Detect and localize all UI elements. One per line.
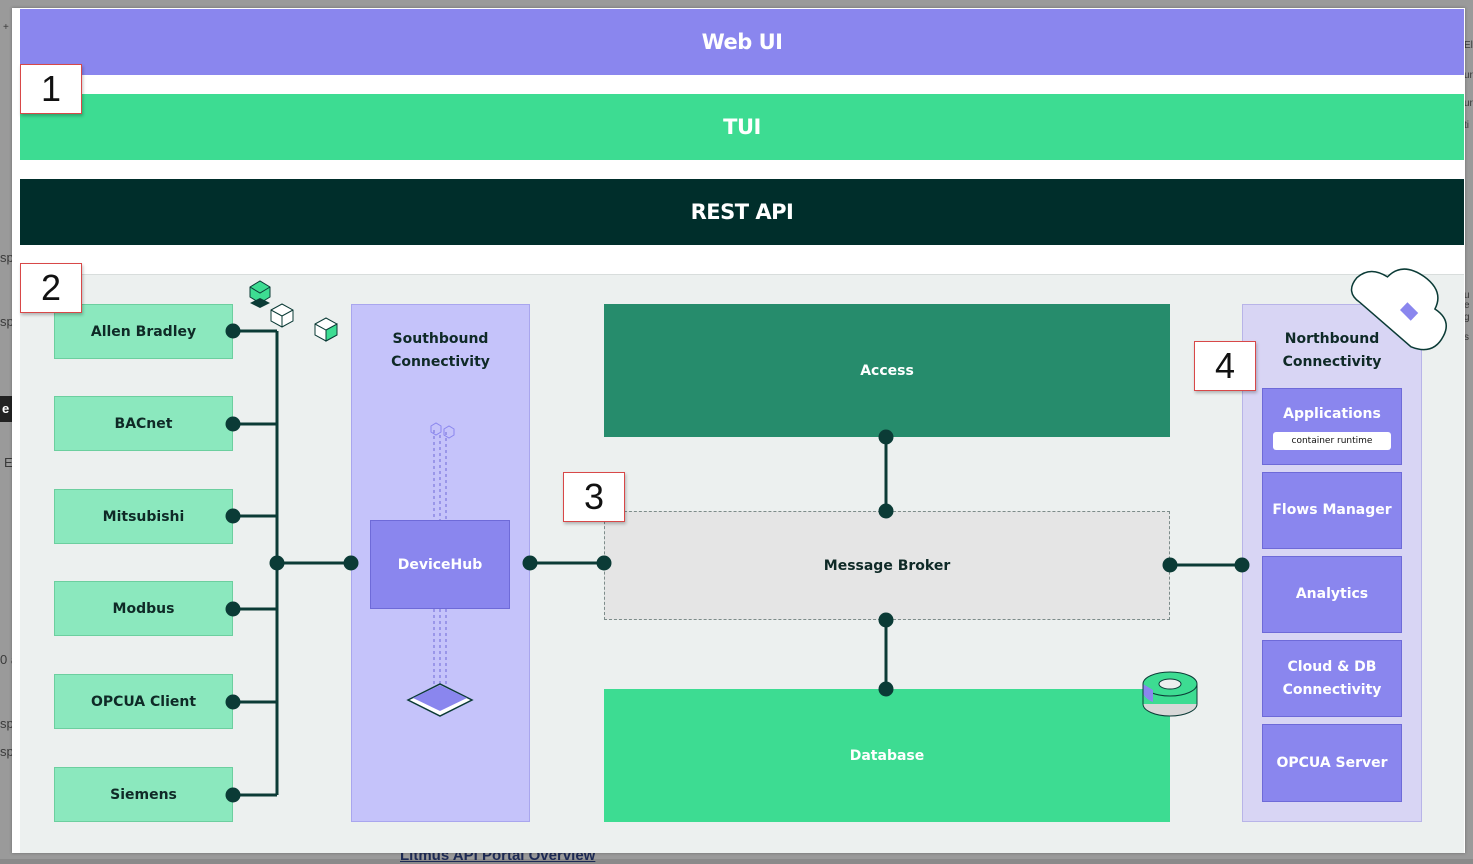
device-siemens: Siemens [54,767,233,822]
bg-fragment: e [1464,300,1470,311]
cloud-db-connectivity-box: Cloud & DB Connectivity [1262,640,1402,717]
bg-fragment: El [1464,40,1473,51]
connector-dot [225,416,241,432]
applications-box: Applications container runtime [1262,388,1402,465]
tui-layer: TUI [20,94,1464,160]
connector-dot [225,508,241,524]
connector-dot [522,555,538,571]
callout-1: 1 [20,64,82,114]
northbound-title-line2: Connectivity [1282,354,1382,370]
device-mitsubishi: Mitsubishi [54,489,233,544]
applications-label: Applications [1283,406,1381,422]
southbound-title-line2: Connectivity [391,354,490,370]
opcua-server-box: OPCUA Server [1262,724,1402,802]
bg-fragment: g [1464,312,1470,323]
analytics-box: Analytics [1262,556,1402,633]
connector-dot [225,323,241,339]
flows-manager-box: Flows Manager [1262,472,1402,549]
connector-dot [225,787,241,803]
southbound-title-line1: Southbound [392,331,489,347]
device-allen-bradley: Allen Bradley [54,304,233,359]
bg-fragment: ur [1464,70,1473,81]
devicehub-box: DeviceHub [370,520,510,609]
cube-icon [314,317,338,342]
cloud-db-line1: Cloud & DB [1287,658,1377,675]
device-modbus: Modbus [54,581,233,636]
bg-fragment: ur [1464,98,1473,109]
connector-dot [1234,557,1250,573]
rest-api-layer: REST API [20,179,1464,245]
bg-fragment: ti [1464,120,1469,131]
connector-dot [269,555,285,571]
connector-dot [878,503,894,519]
database-donut-icon [1142,671,1198,717]
device-opcua-client: OPCUA Client [54,674,233,729]
northbound-title-line1: Northbound [1284,331,1380,347]
connector-dot [225,694,241,710]
access-box: Access [604,304,1170,437]
callout-2: 2 [20,263,82,313]
device-bacnet: BACnet [54,396,233,451]
connector-dot [878,681,894,697]
web-ui-layer: Web UI [20,9,1464,75]
callout-4: 4 [1194,341,1256,391]
devicehub-beam-icon [433,430,447,690]
platform-icon [406,683,474,717]
bg-fragment: + s [3,22,17,33]
cloud-icon [1350,268,1447,351]
bg-fragment: s [1464,332,1469,343]
connector-dot [343,555,359,571]
connector-dot [878,429,894,445]
connector-dot [878,612,894,628]
database-box: Database [604,689,1170,822]
connector-dot [1162,557,1178,573]
container-runtime-chip: container runtime [1273,432,1391,450]
callout-3: 3 [563,472,625,522]
connector-dot [225,601,241,617]
cloud-db-line2: Connectivity [1282,681,1382,698]
small-cubes-icon [430,422,455,439]
cube-cluster-icon [249,280,294,328]
connector-dot [596,555,612,571]
bg-fragment: u [1464,290,1470,301]
